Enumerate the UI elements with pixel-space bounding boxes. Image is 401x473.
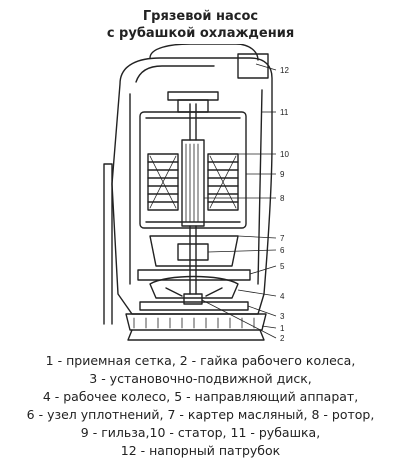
cooling-jacket-outline: [111, 57, 273, 315]
diagram-title: Грязевой насос с рубашкой охлаждения: [0, 8, 401, 42]
guide-apparatus: [137, 269, 251, 281]
nozzle-flange: [237, 53, 269, 79]
callout-1: 1: [280, 324, 285, 333]
callout-7: 7: [280, 234, 285, 243]
callout-4: 4: [280, 292, 285, 301]
callout-10: 10: [280, 150, 289, 159]
stator-right: [207, 153, 239, 211]
rotor: [181, 139, 205, 227]
callout-2: 2: [280, 334, 285, 343]
callout-11: 11: [280, 108, 289, 117]
intake-screen: [125, 313, 267, 331]
legend-line-3: 4 - рабочее колесо, 5 - направляющий апп…: [42, 389, 359, 404]
legend-line-6: 12 - напорный патрубок: [120, 443, 281, 458]
side-pipe: [103, 163, 113, 325]
legend-line-2: 3 - установочно-подвижной диск,: [89, 371, 312, 386]
stator-left: [147, 153, 179, 211]
legend-line-5: 9 - гильза,10 - статор, 11 - рубашка,: [80, 425, 321, 440]
title-line-2: с рубашкой охлаждения: [106, 26, 295, 41]
seal-unit: [177, 243, 209, 261]
title-line-1: Грязевой насос: [142, 9, 259, 24]
top-bearing: [177, 99, 209, 113]
pump-cross-section-drawing: 1 2 3 4 5 6 7 8 9 10 11 12: [103, 44, 289, 343]
legend-line-1: 1 - приемная сетка, 2 - гайка рабочего к…: [45, 353, 356, 368]
callout-12: 12: [280, 66, 289, 75]
impeller-nut: [183, 293, 203, 305]
jacket-inner-wall: [129, 89, 263, 285]
discharge-nozzle: [149, 44, 259, 61]
callout-9: 9: [280, 170, 285, 179]
oil-sump: [149, 235, 239, 267]
callout-5: 5: [280, 262, 285, 271]
legend-line-4: 6 - узел уплотнений, 7 - картер масляный…: [26, 407, 375, 422]
callout-6: 6: [280, 246, 285, 255]
shaft: [189, 103, 197, 295]
callout-3: 3: [280, 312, 285, 321]
pump-base: [127, 329, 265, 341]
adjustable-disc: [139, 301, 249, 311]
callout-8: 8: [280, 194, 285, 203]
parts-legend: 1 - приемная сетка, 2 - гайка рабочего к…: [0, 352, 401, 460]
impeller: [149, 275, 239, 299]
